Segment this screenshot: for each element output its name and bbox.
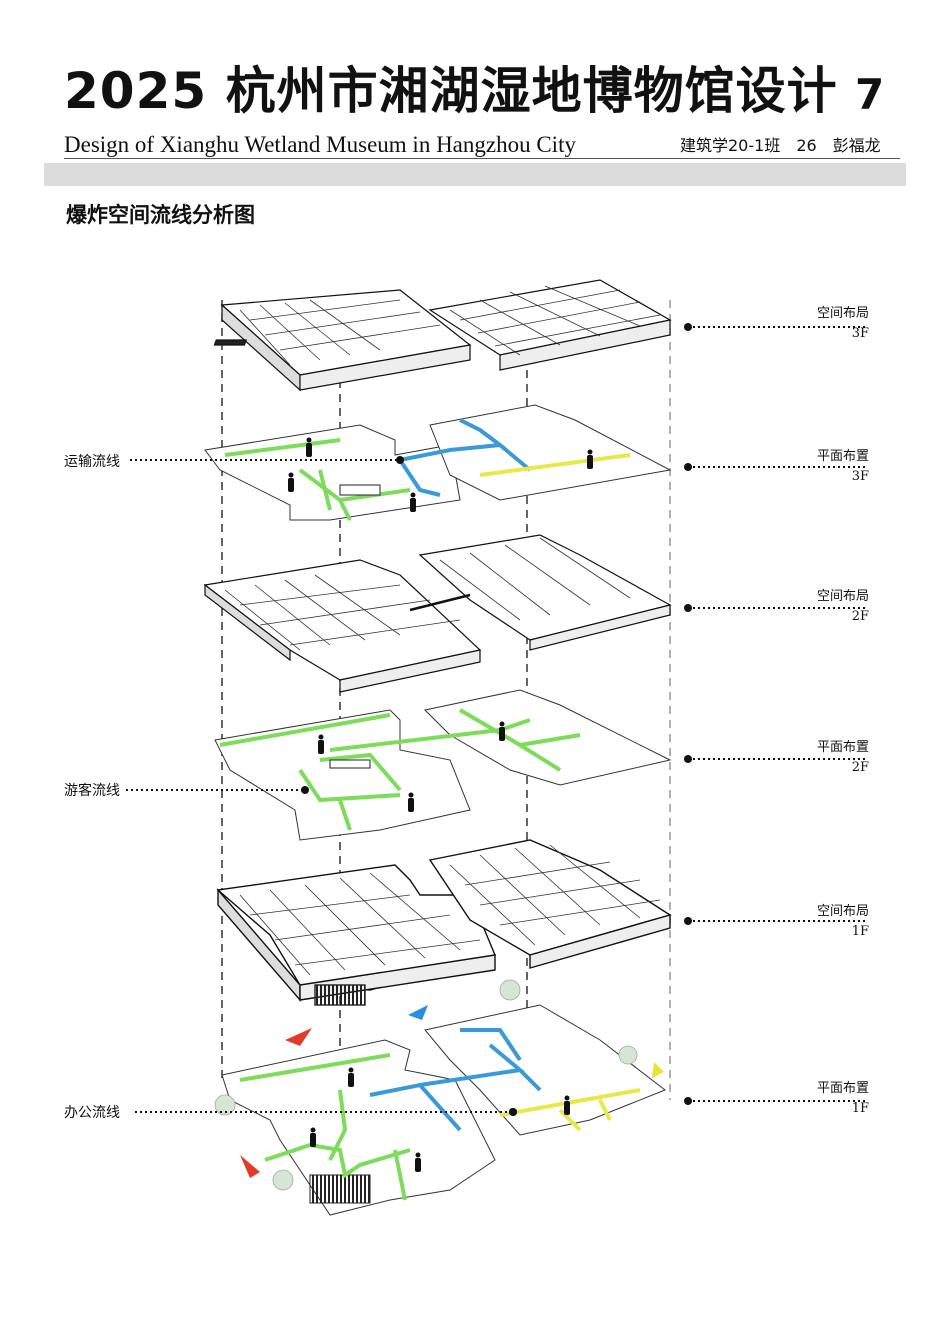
1f-transport-flow [369,1028,542,1132]
label-1f-plan: 平面布置 1F [795,1081,869,1118]
label-floor: 2F [851,760,869,776]
label-floor: 2F [851,609,869,625]
label-transport-flow: 运输流线 [64,454,120,470]
label-floor: 3F [851,326,869,342]
1f-visitor-flow [239,1053,411,1201]
3f-transport-flow [398,418,532,497]
label-2f-spatial: 空间布局 2F [795,589,869,626]
right-leader-dots [684,323,692,1105]
page-number: 7 [855,70,885,119]
label-name: 平面布置 [816,740,869,755]
floor-2f-plan [214,689,672,841]
label-name: 空间布局 [816,589,869,604]
label-name: 平面布置 [816,449,869,464]
right-leaders [688,326,868,1102]
label-2f-plan: 平面布置 2F [795,740,869,777]
section-title: 爆炸空间流线分析图 [66,202,255,227]
floor-3f-plan [204,404,672,521]
header-rule [64,158,900,159]
label-floor: 3F [851,469,869,485]
label-office-flow: 办公流线 [64,1105,120,1121]
label-name: 平面布置 [816,1081,869,1096]
3f-visitor-flow [224,438,411,521]
tree-sketches [214,979,638,1191]
entrance-arrows [240,1005,664,1178]
floor-3f-spatial [213,279,672,392]
left-leaders [126,459,513,1113]
label-visitor-flow: 游客流线 [64,783,120,799]
label-floor: 1F [851,924,869,940]
3f-office-flow [479,453,631,477]
page-subtitle: Design of Xianghu Wetland Museum in Hang… [64,132,576,157]
page-title: 2025 杭州市湘湖湿地博物馆设计 [64,62,838,120]
label-floor: 1F [851,1101,869,1117]
label-name: 空间布局 [816,904,869,919]
label-name: 空间布局 [816,306,869,321]
label-3f-spatial: 空间布局 3F [795,306,869,343]
people-figures [288,437,593,1172]
floor-1f-spatial [216,839,672,1006]
floor-2f-spatial [203,534,672,693]
left-leader-dots [301,456,517,1116]
gray-band [44,163,906,186]
author-info: 建筑学20-1班 26 彭福龙 [680,136,881,155]
1f-office-flow [499,1088,641,1132]
label-1f-spatial: 空间布局 1F [795,904,869,941]
label-3f-plan: 平面布置 3F [795,449,869,486]
floor-1f-plan [221,1004,667,1216]
